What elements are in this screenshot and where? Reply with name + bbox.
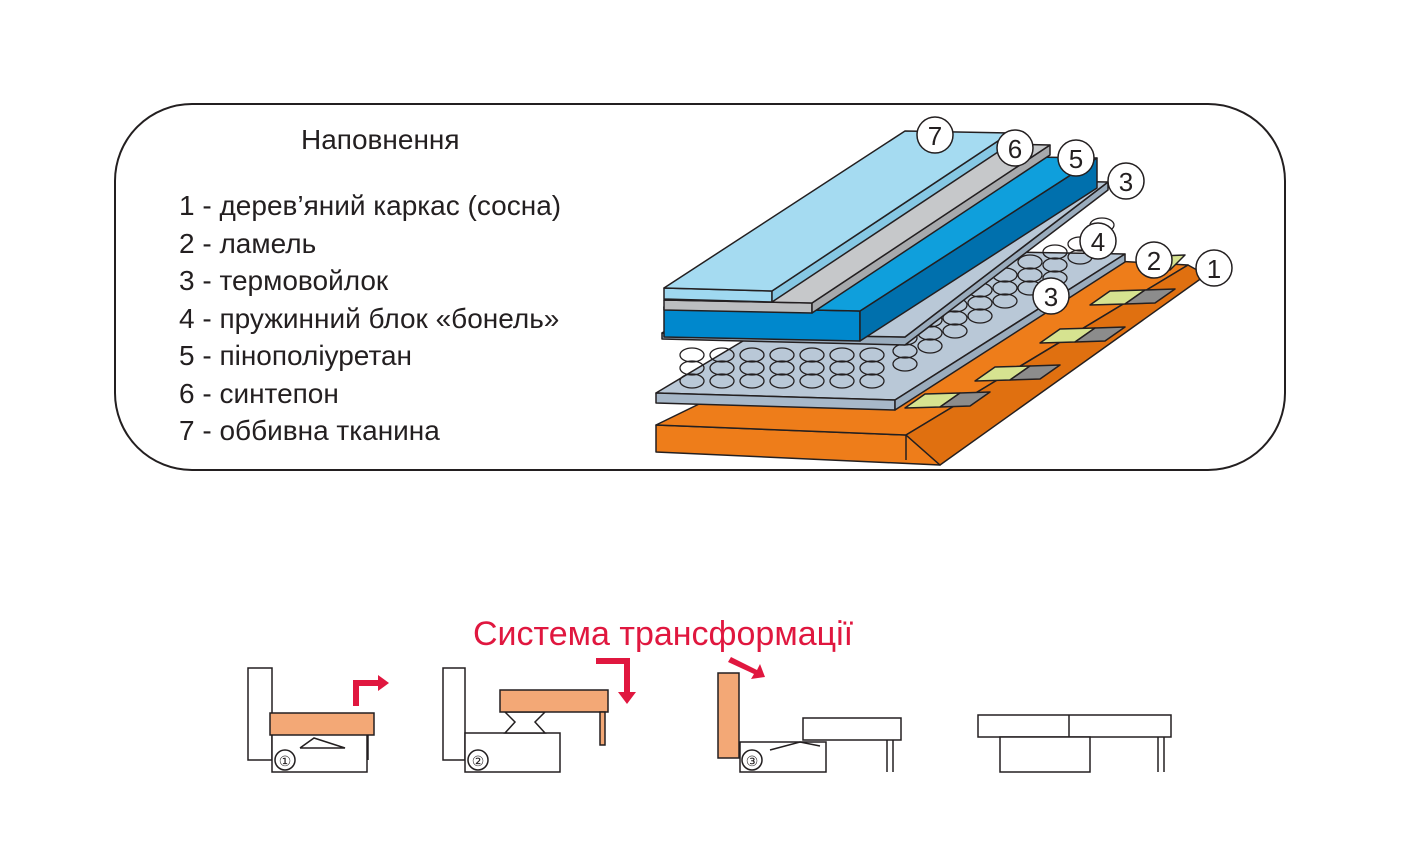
layer-marker-5: 5	[1057, 139, 1095, 177]
transformation-step-2: ②	[442, 658, 636, 773]
svg-text:3: 3	[1044, 282, 1058, 312]
svg-text:1: 1	[1207, 254, 1221, 284]
lamel-layer	[904, 254, 1186, 409]
legend-item-spring-block: 4 - пружинний блок «бонель»	[179, 302, 560, 334]
layer-marker-7: 7	[916, 116, 954, 154]
svg-text:4: 4	[1091, 227, 1105, 257]
transformation-step-4	[977, 714, 1172, 773]
legend-item-lamel: 2 - ламель	[179, 227, 317, 259]
svg-text:6: 6	[1008, 134, 1022, 164]
filling-title: Наповнення	[301, 124, 460, 155]
layer-marker-1: 1	[1195, 249, 1233, 287]
legend-item-felt: 3 - термовойлок	[179, 265, 389, 296]
svg-text:③: ③	[746, 753, 759, 769]
legend-item-sintepon: 6 - синтепон	[179, 377, 339, 409]
layer-marker-3-top: 3	[1107, 162, 1145, 200]
svg-text:②: ②	[472, 753, 485, 769]
fabric-layer	[663, 130, 1011, 303]
transformation-title: Система трансформації	[473, 615, 854, 653]
arrow-down-icon	[596, 658, 636, 704]
transformation-steps: ① ② ③	[247, 657, 1172, 773]
svg-text:5: 5	[1069, 144, 1083, 174]
svg-text:①: ①	[279, 753, 292, 769]
svg-text:7: 7	[928, 121, 942, 151]
legend-item-frame: 1 - дерев’яний каркас (сосна)	[179, 190, 562, 221]
svg-text:3: 3	[1119, 167, 1133, 197]
transformation-step-3: ③	[717, 657, 902, 773]
arrow-down-right-icon	[728, 657, 765, 679]
layer-marker-6: 6	[996, 129, 1034, 167]
layer-marker-4: 4	[1079, 222, 1117, 260]
legend-item-fabric: 7 - оббивна тканина	[179, 415, 440, 446]
svg-text:2: 2	[1147, 246, 1161, 276]
layer-marker-3-bottom: 3	[1032, 277, 1070, 315]
layer-illustration: 7 6 5 3 4 2 1 3	[655, 116, 1233, 466]
filling-legend: 1 - дерев’яний каркас (сосна) 2 - ламель…	[179, 187, 561, 450]
transformation-step-1: ①	[247, 667, 389, 773]
layer-marker-2: 2	[1135, 241, 1173, 279]
legend-item-foam: 5 - пінополіуретан	[179, 340, 412, 371]
filling-panel	[114, 103, 1286, 471]
arrow-up-right-icon	[353, 675, 389, 706]
